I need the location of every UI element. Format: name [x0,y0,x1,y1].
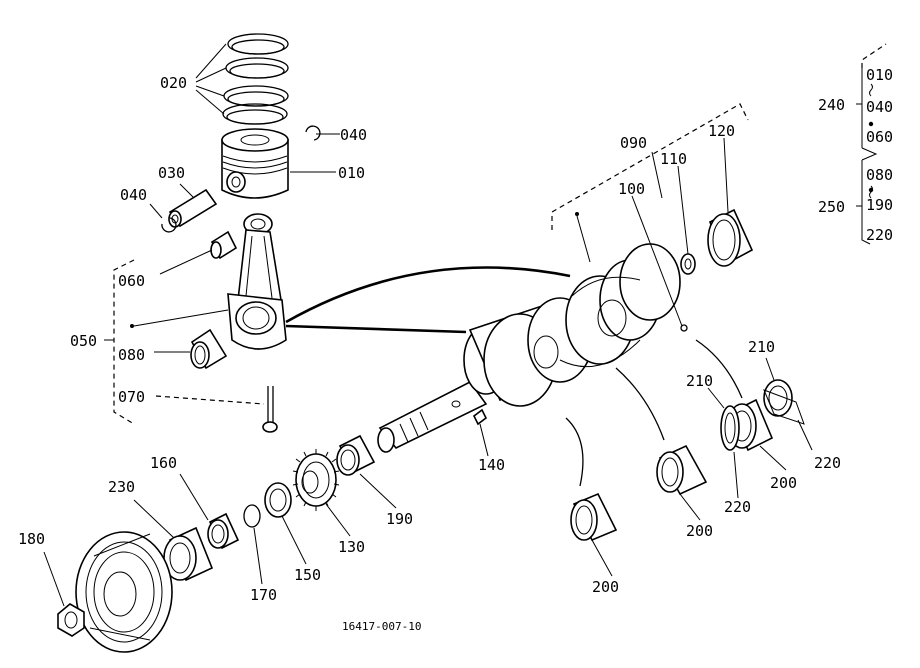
kit-250-label: 250 [818,198,845,216]
callout-210-left: 210 [686,372,713,390]
kit-brackets [856,43,887,245]
conrod-bearing [190,328,228,370]
small-end-bush [210,230,238,260]
callout-210-right: 210 [748,338,775,356]
circlip-left [161,217,177,233]
callout-120: 120 [708,122,735,140]
callout-030: 030 [158,164,185,182]
kit-250-item-1: 080 [866,166,893,184]
callout-170: 170 [250,586,277,604]
callout-190: 190 [386,510,413,528]
piston-pin [168,188,218,228]
callout-100: 100 [618,180,645,198]
thrust-collar-150 [264,482,292,518]
callout-070: 070 [118,388,145,406]
connecting-rod [227,213,287,350]
callout-080: 080 [118,346,145,364]
callout-220-right: 220 [814,454,841,472]
crankshaft [377,243,681,453]
crank-pulley [75,531,173,653]
main-bearing-120 [707,208,754,267]
callout-040-left: 040 [120,186,147,204]
conrod-group-bracket [104,259,229,425]
crank-key [472,408,488,426]
callout-130: 130 [338,538,365,556]
conrod-bolt [262,386,278,433]
kit-240-item-1: 010 [866,66,893,84]
callout-200-low: 200 [592,578,619,596]
oil-seal-230 [163,526,214,582]
callout-010: 010 [338,164,365,182]
callout-150: 150 [294,566,321,584]
kit-240-item-3: 060 [866,128,893,146]
callout-220-low: 220 [724,498,751,516]
callout-200-mid: 200 [686,522,713,540]
callout-020: 020 [160,74,187,92]
piston [221,128,289,199]
kit-240-item-2: 040 [866,98,893,116]
collar-160 [207,512,240,550]
kit-250-item-3: 220 [866,226,893,244]
piston-rings [222,33,289,125]
callout-200-right: 200 [770,474,797,492]
crank-plug [680,324,688,332]
figure-number: 16417-007-10 [342,620,421,633]
leader-lines [43,43,813,607]
callout-160: 160 [150,454,177,472]
thrust-washer-210-left [720,405,740,451]
o-ring-170 [243,504,261,528]
callout-230: 230 [108,478,135,496]
callout-040-right: 040 [340,126,367,144]
circlip-right [305,125,321,141]
kit-240-label: 240 [818,96,845,114]
callout-060: 060 [118,272,145,290]
crankshaft-group-bracket [551,103,749,263]
main-bearing-200-low [570,492,618,542]
callout-090: 090 [620,134,647,152]
crank-gear-130 [292,449,340,511]
kit-250-item-2: 190 [866,196,893,214]
main-bearing-190 [336,434,376,476]
main-bearing-200-mid [656,444,708,496]
crank-gear-110 [680,253,696,275]
callout-050: 050 [70,332,97,350]
callout-110: 110 [660,150,687,168]
assembly-arrows [285,266,743,487]
callout-180: 180 [18,530,45,548]
thrust-washer-210-right [763,379,805,425]
callout-140: 140 [478,456,505,474]
pulley-nut [57,603,85,637]
